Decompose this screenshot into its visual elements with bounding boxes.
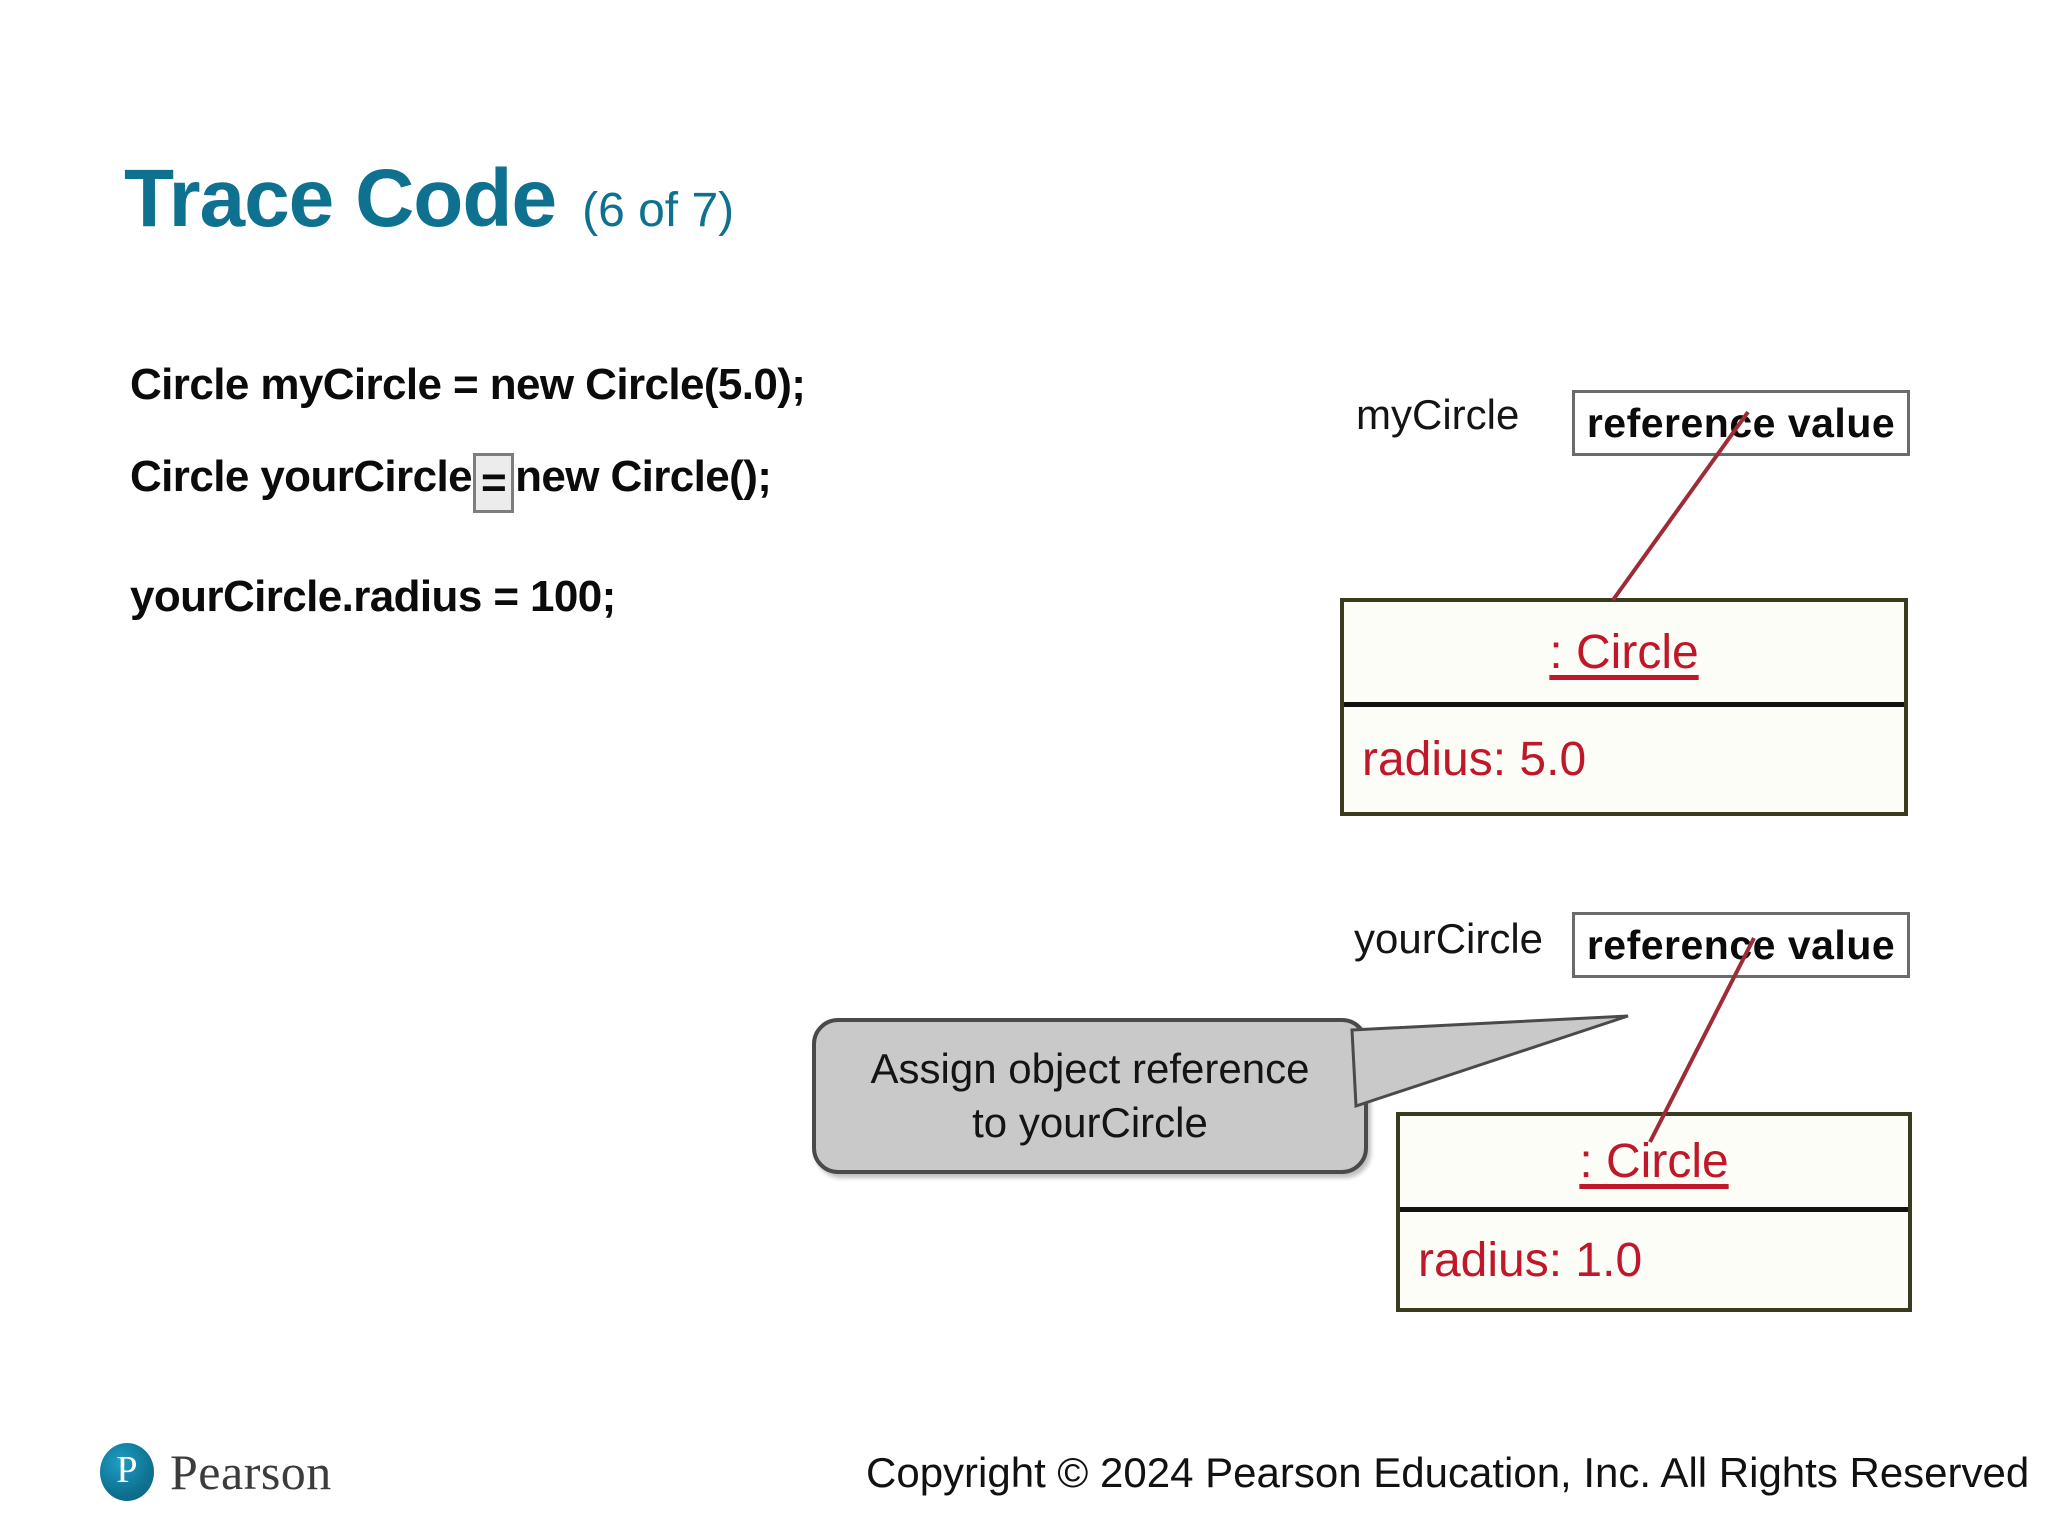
code-line-2: Circle yourCircle=new Circle(); (130, 452, 772, 513)
uml-object-field-radius: radius: 5.0 (1362, 733, 1587, 786)
reference-value-box-yourcircle: reference value (1572, 912, 1910, 978)
uml-object-title: : Circle (1549, 625, 1699, 679)
code-line-2-after: new Circle(); (515, 452, 772, 501)
uml-object-box-yourcircle: : Circle radius: 1.0 (1396, 1112, 1912, 1312)
uml-object-field-radius: radius: 1.0 (1418, 1233, 1643, 1287)
code-line-1: Circle myCircle = new Circle(5.0); (130, 360, 806, 409)
reference-value-box-mycircle: reference value (1572, 390, 1910, 456)
page-title-subtitle: (6 of 7) (582, 184, 735, 237)
uml-object-header: : Circle (1344, 602, 1904, 707)
code-line-2-before: Circle yourCircle (130, 452, 473, 501)
callout-tail (1350, 1014, 1629, 1109)
reference-value-text: reference value (1586, 399, 1896, 446)
uml-object-body: radius: 1.0 (1400, 1212, 1908, 1308)
callout-line-2: to yourCircle (972, 1099, 1208, 1146)
callout-bubble-assign-reference: Assign object reference to yourCircle (812, 1018, 1368, 1174)
pearson-mark-icon: P (100, 1443, 154, 1501)
variable-label-yourcircle: yourCircle (1354, 915, 1544, 962)
uml-object-box-mycircle: : Circle radius: 5.0 (1340, 598, 1908, 816)
assignment-operator-highlight: = (472, 453, 515, 513)
page-title-main: Trace Code (124, 153, 557, 244)
pearson-wordmark: Pearson (170, 1444, 332, 1500)
page-title: Trace Code (6 of 7) (124, 152, 734, 246)
uml-object-header: : Circle (1400, 1116, 1908, 1212)
pearson-logo: P Pearson (100, 1443, 332, 1501)
code-line-3: yourCircle.radius = 100; (130, 572, 616, 621)
reference-value-text: reference value (1586, 921, 1896, 968)
copyright-notice: Copyright © 2024 Pearson Education, Inc.… (866, 1449, 2030, 1496)
uml-object-body: radius: 5.0 (1344, 707, 1904, 812)
variable-label-mycircle: myCircle (1356, 391, 1520, 438)
uml-object-title: : Circle (1579, 1135, 1729, 1188)
callout-line-1: Assign object reference (870, 1045, 1310, 1093)
